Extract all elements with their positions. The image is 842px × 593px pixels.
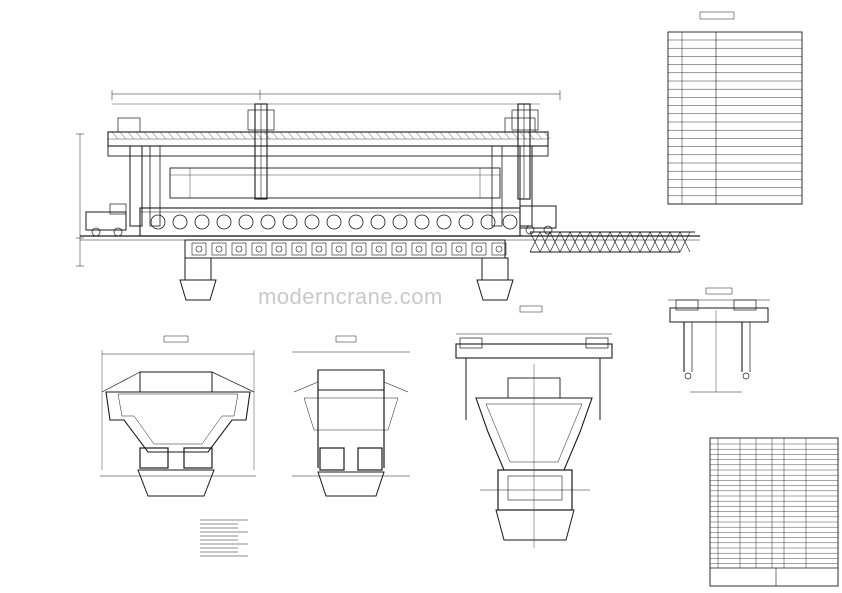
end-view: [455, 305, 613, 548]
notes-block: [200, 519, 248, 557]
cross-section-left: [100, 335, 256, 497]
watermark-text: moderncrane.com: [258, 284, 443, 309]
side-view-small: [668, 287, 770, 393]
specification-table: [667, 11, 803, 205]
cross-section-middle: [292, 335, 410, 497]
main-elevation-view: [76, 90, 700, 301]
parts-list-table: [709, 437, 839, 587]
